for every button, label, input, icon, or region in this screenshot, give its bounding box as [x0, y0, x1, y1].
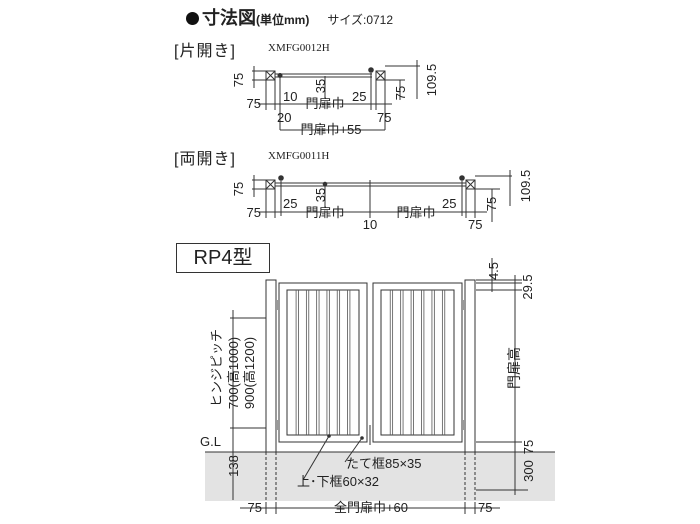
- double-right-post: [465, 179, 476, 190]
- rp4-dim-29-5: 29.5: [520, 274, 535, 299]
- double-dim-25b: 25: [442, 196, 456, 211]
- double-dim-gate-width-b: 門扉巾: [396, 205, 435, 220]
- single-dim-20: 20: [277, 110, 291, 125]
- single-right-post: [375, 70, 386, 81]
- leader-dot-horizontal-frame: [327, 434, 331, 438]
- single-left-post: [265, 70, 276, 81]
- double-dim-far-75: 75: [468, 217, 482, 232]
- double-dim-gate-width-a: 門扉巾: [305, 205, 344, 220]
- bullet-icon: [186, 12, 199, 25]
- double-heading: [両開き]: [174, 151, 236, 168]
- page-title: 寸法図(単位mm) サイズ:0712: [186, 4, 393, 30]
- single-dim-right-75: 75: [393, 86, 408, 100]
- title-unit: (単位mm): [256, 13, 310, 27]
- single-dim-far-75: 75: [377, 110, 391, 125]
- double-dim-109-5: 109.5: [518, 170, 533, 203]
- rp4-dim-300: 300: [521, 460, 536, 482]
- double-dim-bottom-75: 75: [247, 205, 261, 220]
- rp4-elevation: [205, 279, 555, 505]
- size-label: サイズ:0712: [327, 13, 394, 27]
- rp4-dim-bottom-left-75: 75: [248, 500, 262, 515]
- rp4-gate-height: 門扉高: [506, 347, 522, 389]
- rp4-dim-75-right: 75: [521, 440, 536, 454]
- leader-dot-vertical-frame: [360, 436, 364, 440]
- double-dim-25a: 25: [283, 196, 297, 211]
- rp4-dim-900: 900(高1200): [242, 337, 257, 409]
- rp4-dim-4-5: 4.5: [486, 262, 501, 280]
- double-dim-10: 10: [363, 217, 377, 232]
- rp4-gl-label: G.L: [200, 434, 221, 449]
- rp4-dim-700: 700(高1000): [226, 337, 241, 409]
- single-model: XMFG0012H: [268, 42, 330, 54]
- single-dim-109-5: 109.5: [424, 64, 439, 97]
- rp4-dim-138: 138: [226, 455, 241, 477]
- right-leaf-slats: [389, 290, 446, 435]
- single-dim-25: 25: [352, 89, 366, 104]
- right-leaf-frame: [372, 282, 463, 443]
- single-dim-10: 10: [283, 89, 297, 104]
- rp4-label: RP4型: [176, 243, 270, 273]
- single-dim-left-75: 75: [231, 73, 246, 87]
- rp4-vertical-frame-label: たて框85×35: [346, 456, 422, 471]
- single-heading: [片開き]: [174, 43, 236, 60]
- left-post: [265, 279, 277, 453]
- title-text: 寸法図: [202, 8, 256, 28]
- single-dim-plus55: 門扉巾+55: [300, 122, 361, 137]
- right-post: [464, 279, 476, 453]
- single-dim-35: 35: [313, 79, 328, 93]
- single-plan: [252, 60, 420, 131]
- left-leaf-frame: [278, 282, 368, 443]
- double-plan: [252, 170, 512, 222]
- double-dim-35: 35: [313, 188, 328, 202]
- rp4-total-width: 全門扉巾+60: [334, 500, 408, 515]
- rp4-dim-bottom-right-75: 75: [478, 500, 492, 515]
- right-leaf-inner: [380, 289, 455, 436]
- rp4-horizontal-frame-label: 上･下框60×32: [297, 474, 379, 489]
- rp4-hinge-pitch: ヒンジピッチ: [209, 329, 224, 407]
- left-leaf-slats: [295, 290, 351, 435]
- rp4-dimension-lines: [225, 258, 528, 514]
- left-leaf-inner: [286, 289, 360, 436]
- single-dim-gate-width: 門扉巾: [305, 96, 344, 111]
- ground-area: [205, 452, 555, 501]
- double-model: XMFG0011H: [268, 150, 330, 162]
- double-dim-left-75: 75: [231, 182, 246, 196]
- double-left-post: [265, 179, 276, 190]
- double-dim-right-75: 75: [484, 197, 499, 211]
- single-dim-bottom-75: 75: [247, 96, 261, 111]
